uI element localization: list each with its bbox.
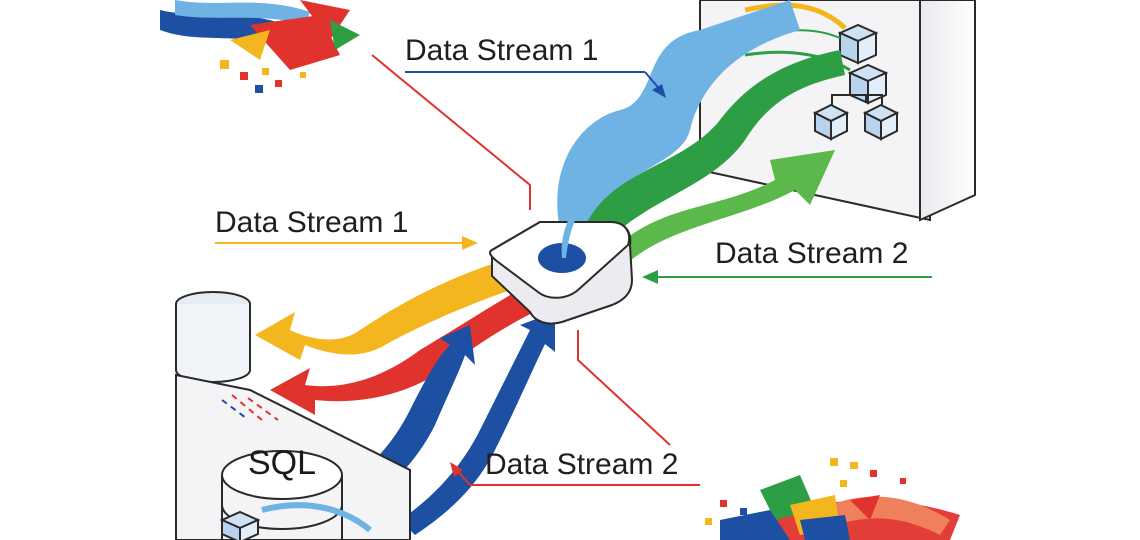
- label-data-stream-1-top: Data Stream 1: [405, 34, 598, 67]
- cube-icon: [219, 510, 261, 540]
- callout-lines: [215, 54, 932, 486]
- green-stream-arrow: [610, 150, 835, 265]
- label-data-stream-2-right: Data Stream 2: [715, 237, 908, 270]
- confetti-bottom-right: [705, 458, 960, 540]
- hub-node-icon: [489, 205, 634, 325]
- sql-label: SQL: [248, 444, 316, 482]
- red-stream: [270, 275, 560, 415]
- label-data-stream-2-bottom: Data Stream 2: [485, 448, 678, 481]
- confetti-top-left: [160, 0, 360, 93]
- green-stream-upper: [580, 50, 845, 250]
- cube-hierarchy-icon: [812, 23, 900, 141]
- blue-stream: [315, 325, 475, 525]
- label-data-stream-1-left: Data Stream 1: [215, 206, 408, 239]
- database-stack-icon: [175, 291, 251, 383]
- sql-server-box: SQL: [175, 373, 411, 540]
- light-blue-stream: [557, 0, 800, 250]
- blue-stream-secondary: [400, 312, 555, 535]
- yellow-stream: [255, 255, 525, 360]
